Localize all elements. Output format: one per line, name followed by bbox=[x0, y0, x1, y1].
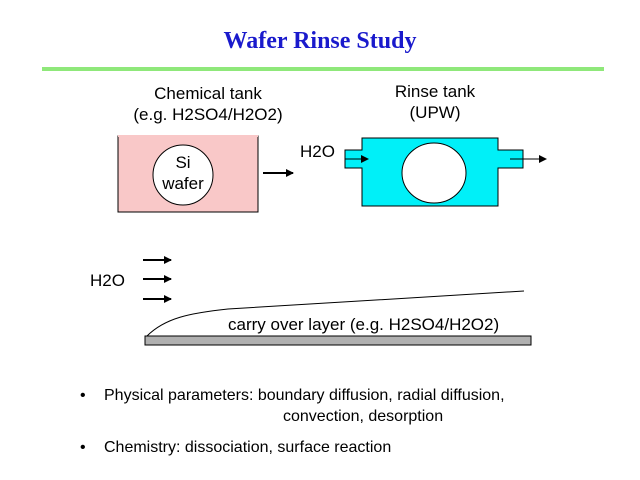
bullet-item-2: Chemistry: dissociation, surface reactio… bbox=[104, 437, 604, 458]
rinse-tank-water: (UPW) bbox=[409, 103, 461, 122]
bullet-1-line1: Physical parameters: boundary diffusion,… bbox=[104, 387, 505, 404]
bullet-1-line2: convection, desorption bbox=[283, 408, 444, 425]
carry-over-label: carry over layer (e.g. H2SO4/H2O2) bbox=[228, 315, 500, 334]
bullet-dot-2: • bbox=[80, 439, 86, 456]
substrate-plate bbox=[144, 335, 532, 346]
si-wafer-label: Si wafer bbox=[155, 152, 211, 194]
bullet-item-1: Physical parameters: boundary diffusion,… bbox=[104, 385, 604, 427]
si-wafer bbox=[152, 144, 214, 206]
h2o-inlet-label: H2O bbox=[300, 142, 335, 161]
chemical-tank-title: Chemical tank bbox=[154, 84, 262, 103]
bullet-2-line1: Chemistry: dissociation, surface reactio… bbox=[104, 439, 392, 456]
rinse-tank-title: Rinse tank bbox=[394, 82, 476, 101]
rinse-wafer bbox=[401, 142, 467, 204]
chemical-tank-label: Chemical tank (e.g. H2SO4/H2O2) bbox=[98, 83, 318, 125]
chemical-tank-example: (e.g. H2SO4/H2O2) bbox=[133, 105, 283, 124]
carry-over-layer-curve bbox=[146, 290, 525, 337]
rinse-tank-label: Rinse tank (UPW) bbox=[365, 81, 505, 123]
bullet-dot-1: • bbox=[80, 387, 86, 404]
page-title: Wafer Rinse Study bbox=[223, 28, 417, 54]
h2o-flow-label: H2O bbox=[90, 271, 125, 290]
si-wafer-line2: wafer bbox=[162, 174, 204, 193]
title-underline bbox=[42, 67, 604, 71]
si-wafer-line1: Si bbox=[175, 153, 191, 172]
